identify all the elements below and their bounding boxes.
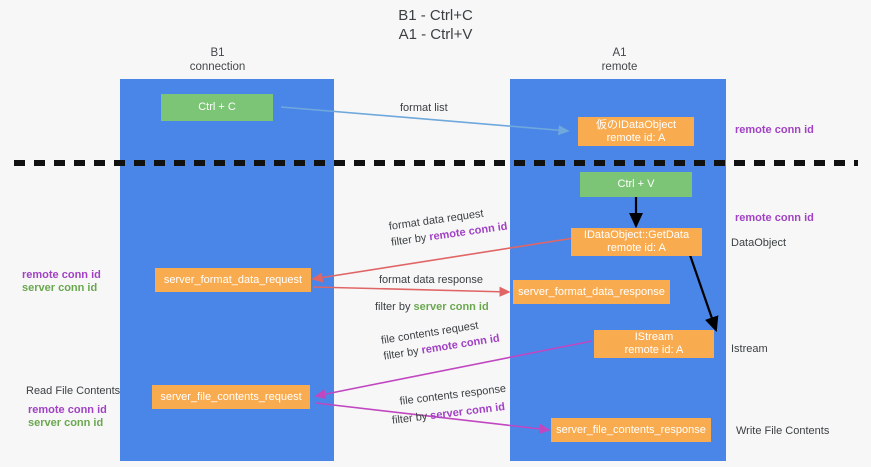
node-istream-line1: IStream — [634, 331, 674, 343]
node-ctrl-v-label: Ctrl + V — [617, 178, 655, 190]
node-ctrl-c-label: Ctrl + C — [198, 101, 236, 113]
annotation-dataobject: DataObject — [731, 237, 787, 249]
edge-label-format-data-response-group: format data response filter by server co… — [375, 273, 493, 313]
node-server-file-contents-request-label: server_file_contents_request — [160, 390, 302, 403]
annotation-remote-conn-id-top: remote conn id — [735, 124, 814, 136]
edge-label-format-data-response-filter: filter by server conn id — [375, 300, 489, 314]
column-header-a1-sub: remote — [601, 61, 638, 73]
column-header-b1-sub: connection — [189, 61, 246, 73]
filter-key-server-conn-id-1: server conn id — [413, 301, 489, 313]
annotation-left-server-conn-id: server conn id — [22, 282, 98, 294]
filter-prefix-1: filter by — [390, 231, 431, 249]
node-server-file-contents-response-label: server_file_contents_response — [556, 423, 706, 436]
node-server-format-data-response[interactable]: server_format_data_response — [513, 280, 670, 304]
title-line-2: A1 - Ctrl+V — [398, 26, 473, 43]
annotation-left-remote-conn-id: remote conn id — [22, 269, 101, 281]
annotation-left-server-conn-id-2: server conn id — [28, 417, 104, 429]
node-server-format-data-response-label: server_format_data_response — [518, 285, 665, 298]
node-server-file-contents-response[interactable]: server_file_contents_response — [551, 418, 711, 442]
edge-label-format-data-response: format data response — [379, 274, 483, 286]
node-getdata-line2: remote id: A — [607, 242, 666, 254]
edge-label-file-contents-request-group: file contents request filter by remote c… — [380, 316, 500, 363]
title-line-1: B1 - Ctrl+C — [398, 7, 473, 24]
node-server-format-data-request-label: server_format_data_request — [163, 273, 303, 286]
node-istream-line2: remote id: A — [624, 344, 684, 356]
filter-prefix-3: filter by — [382, 344, 423, 363]
edge-label-format-list: format list — [400, 102, 448, 114]
annotation-write-file-contents: Write File Contents — [736, 425, 830, 437]
node-server-file-contents-request[interactable]: server_file_contents_request — [152, 385, 310, 409]
annotation-istream: Istream — [731, 343, 768, 355]
node-ctrl-c[interactable]: Ctrl + C — [161, 94, 273, 121]
node-temp-dataobject[interactable]: 仮のIDataObject remote id: A — [578, 117, 694, 146]
edge-label-file-contents-response-group: file contents response filter by server … — [389, 382, 506, 427]
node-istream[interactable]: IStream remote id: A — [594, 330, 714, 358]
annotation-read-file-contents: Read File Contents — [26, 385, 121, 397]
column-header-b1-name: B1 — [210, 47, 225, 59]
node-temp-dataobject-line1: 仮のIDataObject — [595, 118, 677, 131]
node-ctrl-v[interactable]: Ctrl + V — [580, 172, 692, 197]
annotation-remote-conn-id-mid: remote conn id — [735, 212, 814, 224]
page-title: B1 - Ctrl+C A1 - Ctrl+V — [0, 6, 871, 44]
annotation-left-remote-conn-id-2: remote conn id — [28, 404, 107, 416]
node-getdata-line1: IDataObject::GetData — [583, 229, 690, 241]
filter-prefix-4: filter by — [391, 410, 432, 427]
column-header-a1: A1 remote — [552, 46, 687, 74]
column-header-a1-name: A1 — [612, 47, 627, 59]
node-server-format-data-request[interactable]: server_format_data_request — [155, 268, 311, 292]
filter-prefix-2: filter by — [375, 301, 414, 313]
node-idataobject-getdata[interactable]: IDataObject::GetData remote id: A — [571, 228, 702, 256]
column-header-b1: B1 connection — [150, 46, 285, 74]
node-temp-dataobject-line2: remote id: A — [606, 131, 666, 144]
filter-key-server-conn-id-2: server conn id — [429, 400, 506, 423]
edge-label-format-data-request-group: format data request filter by remote con… — [388, 204, 508, 249]
